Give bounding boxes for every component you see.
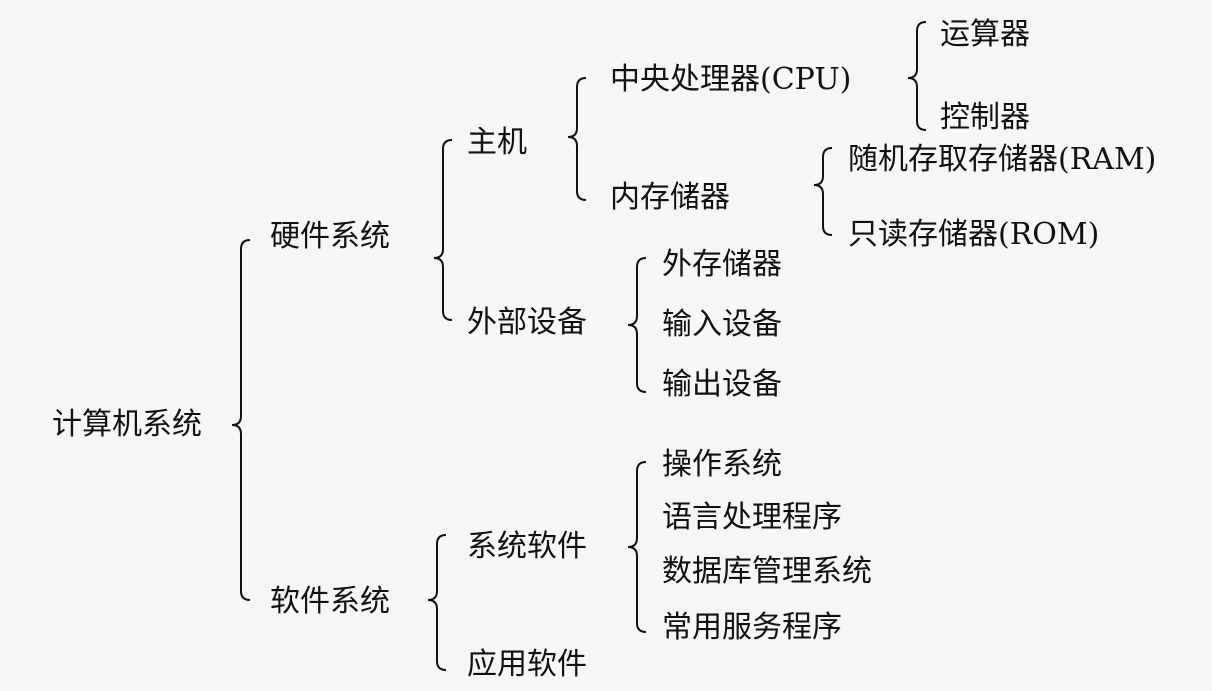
brace-memory	[813, 147, 833, 236]
brace-system-software	[627, 461, 647, 633]
node-cpu: 中央处理器(CPU)	[610, 62, 852, 97]
brace-software	[427, 534, 447, 671]
node-peripherals: 外部设备	[467, 305, 587, 340]
node-software: 软件系统	[270, 584, 390, 619]
node-memory: 内存储器	[610, 180, 730, 215]
node-rom: 只读存储器(ROM)	[848, 217, 1100, 252]
brace-root	[231, 239, 251, 601]
node-controller: 控制器	[940, 100, 1030, 135]
node-os: 操作系统	[662, 447, 782, 482]
brace-cpu	[907, 21, 927, 131]
brace-host	[567, 77, 587, 201]
node-output-devices: 输出设备	[662, 367, 782, 402]
node-language-processors: 语言处理程序	[662, 500, 842, 535]
node-dbms: 数据库管理系统	[662, 554, 872, 589]
node-ram: 随机存取存储器(RAM)	[848, 142, 1157, 177]
node-alu: 运算器	[940, 17, 1030, 52]
node-utilities: 常用服务程序	[662, 610, 842, 645]
brace-peripherals	[627, 257, 647, 393]
node-external-storage: 外存储器	[662, 247, 782, 282]
node-root: 计算机系统	[52, 407, 202, 442]
node-hardware: 硬件系统	[270, 219, 390, 254]
node-application-software: 应用软件	[467, 647, 587, 682]
node-input-devices: 输入设备	[662, 307, 782, 342]
brace-hardware	[433, 139, 453, 321]
node-system-software: 系统软件	[467, 529, 587, 564]
node-host: 主机	[467, 125, 527, 160]
